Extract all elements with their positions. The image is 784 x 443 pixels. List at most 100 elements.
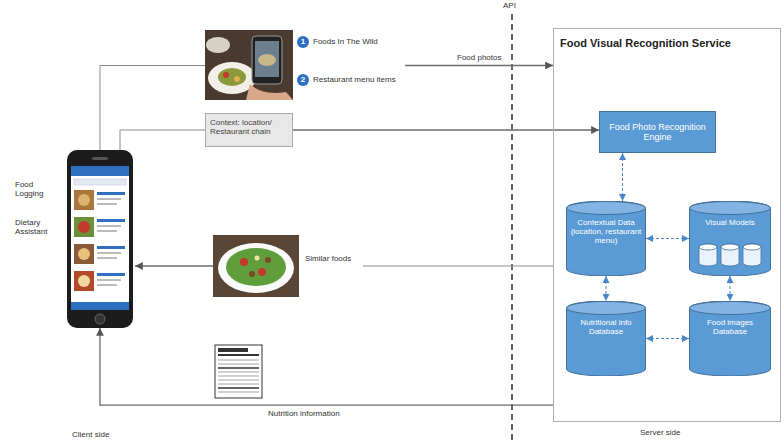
phone-illustration [67, 150, 133, 328]
phone-illustration-part [78, 194, 90, 206]
phone-illustration-part [74, 179, 126, 185]
food-photo-illustration-part [223, 72, 229, 78]
phone-illustration-part [78, 221, 90, 233]
data-exchange-arrow [730, 276, 731, 301]
phone-illustration-part [74, 244, 94, 264]
food-photo-illustration-part [218, 68, 246, 86]
nutrition-label-illustration-part [218, 367, 259, 369]
salad-illustration-part [240, 258, 248, 266]
cylinder-body [690, 201, 771, 276]
database-cylinder: Food images Database [689, 301, 771, 376]
model-cylinder [721, 244, 739, 266]
phone-illustration-part [97, 246, 125, 249]
api-divider [512, 14, 513, 443]
phone-illustration-part [74, 190, 94, 210]
salad-illustration-part [226, 248, 286, 286]
phone-illustration-part [97, 284, 117, 286]
edge-label: Nutrition information [266, 409, 342, 418]
nutrition-label-illustration-part [218, 392, 259, 393]
api-divider-part [511, 14, 513, 443]
nutrition-label-illustration-part [215, 345, 262, 398]
phone-illustration-part [97, 203, 117, 205]
cylinder-outline [566, 301, 646, 376]
cylinder-body [690, 301, 771, 376]
nutrition-label-illustration-part [218, 372, 259, 373]
phone-illustration-part [78, 275, 90, 287]
data-exchange-arrow [646, 238, 689, 239]
nutrition-label-illustration-part [218, 364, 259, 365]
phone-illustration-part [71, 166, 129, 176]
api-label: API [503, 1, 516, 10]
salad-illustration-part [265, 257, 271, 263]
salad-illustration-part [258, 268, 266, 276]
nutrition-label-illustration [215, 345, 262, 398]
engine-label: Food Photo Recognition Engine [603, 122, 712, 143]
context-label: Context: location/ Restaurant chain [210, 118, 288, 136]
database-cylinder: Visual Models [689, 201, 771, 276]
food-photo-illustration-part [252, 36, 282, 84]
input-type-label: Restaurant menu items [313, 75, 405, 84]
photo-input-node: 1Foods In The Wild2Restaurant menu items [205, 28, 405, 103]
model-cylinder-top [699, 244, 717, 250]
data-exchange-arrow [646, 338, 689, 339]
food-photo-illustration-part [205, 30, 293, 100]
database-label: Contextual Data (location, restaurant me… [569, 218, 643, 246]
phone-illustration-part [97, 198, 121, 200]
flow-arrow [120, 130, 205, 150]
cylinder-outline [689, 301, 771, 376]
input-type-label: Foods In The Wild [313, 37, 405, 46]
service-container: Food Visual Recognition ServiceFood Phot… [553, 28, 781, 422]
salad-illustration [213, 235, 299, 297]
database-label: Food images Database [692, 318, 768, 336]
nutrition-label-illustration-part [218, 354, 259, 356]
nutrition-label-illustration-part [218, 376, 259, 377]
database-cylinder: Nutritional info Database [566, 301, 646, 376]
app-feature-label: Food Logging [15, 180, 61, 198]
flow-arrow [363, 266, 553, 267]
model-cylinder-top [743, 244, 761, 250]
flow-arrow [405, 65, 553, 66]
data-exchange-arrow [606, 276, 607, 301]
nutrition-label-illustration-part [218, 384, 259, 385]
phone-illustration-part [97, 230, 117, 232]
service-title: Food Visual Recognition Service [560, 37, 774, 50]
model-cylinder [743, 244, 761, 266]
model-cylinder-top [721, 244, 739, 250]
food-photo-illustration-part [234, 76, 240, 82]
salad-illustration-part [249, 271, 255, 277]
flow-arrow [100, 66, 205, 151]
phone-illustration-part [74, 271, 94, 291]
side-label: Server side [640, 428, 680, 437]
cylinder-top [690, 202, 771, 215]
salad-illustration-part [213, 235, 299, 297]
edge-label: Food photos [455, 53, 503, 62]
food-photo-illustration-part [206, 37, 230, 53]
callout-number: 2 [297, 74, 309, 86]
phone-illustration-part [95, 314, 105, 324]
database-label: Visual Models [692, 218, 768, 227]
phone-illustration-part [97, 252, 121, 254]
side-label: Client side [72, 430, 109, 439]
food-photo-illustration [205, 30, 293, 100]
database-cylinder: Contextual Data (location, restaurant me… [566, 201, 646, 276]
phone-illustration-part [74, 217, 94, 237]
recognition-engine-box: Food Photo Recognition Engine [599, 111, 716, 153]
phone-illustration-part [97, 225, 121, 227]
cylinder-top [690, 302, 771, 315]
phone-illustration-part [71, 166, 129, 310]
similar-foods-node: Similar foods [213, 232, 363, 300]
data-exchange-arrow [622, 153, 623, 201]
phone-illustration-part [67, 150, 133, 328]
salad-illustration-part [218, 243, 294, 293]
nutrition-label-illustration-part [218, 360, 259, 361]
cylinder-body [567, 301, 646, 376]
cylinder-outline [689, 201, 771, 276]
phone-illustration-part [92, 157, 108, 160]
salad-illustration-part [255, 256, 260, 261]
context-box: Context: location/ Restaurant chain [205, 113, 293, 147]
